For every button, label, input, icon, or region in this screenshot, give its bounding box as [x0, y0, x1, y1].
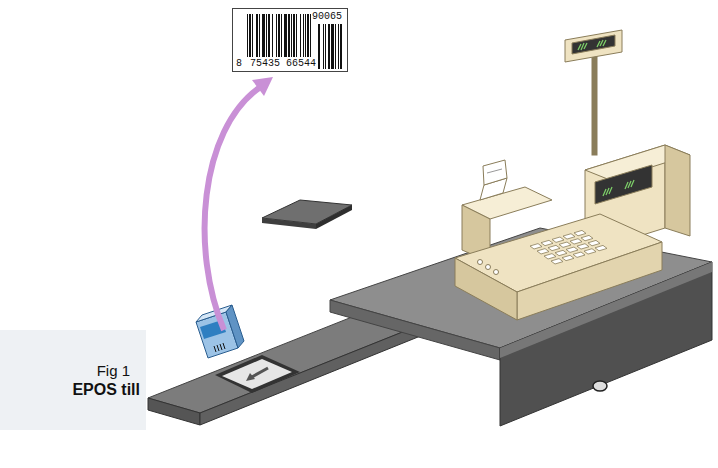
key [555, 250, 567, 255]
barcode-digits: 8 [235, 58, 243, 69]
package-barcode [214, 343, 225, 352]
scan-arrow-head [246, 373, 255, 381]
bar [323, 24, 324, 69]
receipt-line [487, 169, 502, 173]
customer-display [565, 30, 622, 62]
scanner-frame [215, 355, 300, 393]
bar [288, 14, 290, 57]
button [494, 270, 499, 275]
customer-screen [572, 35, 615, 54]
arrow-head [252, 77, 273, 96]
bar [338, 24, 339, 69]
housing-side [665, 145, 690, 236]
key [584, 249, 596, 254]
key [552, 237, 564, 242]
barcode-digits: 66544 [285, 58, 317, 69]
bar [259, 14, 260, 57]
bar [272, 14, 273, 57]
bar [293, 14, 295, 57]
bar [249, 14, 251, 57]
key [551, 259, 563, 264]
key [570, 239, 582, 244]
bar [303, 14, 304, 57]
bar [278, 14, 280, 57]
bar [252, 14, 253, 57]
bar [284, 14, 287, 57]
display-pole [592, 55, 597, 155]
page-tint [0, 330, 146, 430]
key [563, 234, 575, 239]
bar [291, 14, 292, 57]
bar [300, 14, 301, 57]
bar [340, 24, 342, 69]
keypad [530, 230, 607, 264]
bar [296, 14, 297, 57]
base-side [330, 300, 500, 360]
bar [335, 24, 336, 69]
drawer-lock [593, 381, 607, 391]
button [486, 265, 491, 270]
key [548, 245, 560, 250]
figure-caption: EPOS till [72, 381, 140, 399]
bar [276, 14, 277, 57]
button [478, 260, 483, 265]
till-side [455, 258, 517, 320]
key [537, 249, 549, 254]
bar [281, 14, 282, 57]
operator-screen [595, 165, 652, 204]
bar [331, 24, 334, 69]
bar [266, 14, 267, 57]
bar [268, 14, 270, 57]
package-side [226, 305, 244, 348]
key [562, 255, 574, 260]
scan-link-arrow [205, 77, 273, 330]
key [544, 254, 556, 259]
key [559, 242, 571, 247]
bar [262, 14, 265, 57]
bar [305, 14, 306, 57]
key [595, 245, 607, 250]
key [530, 244, 542, 249]
bar [307, 14, 309, 57]
bar [328, 24, 330, 69]
scanner-window [215, 355, 300, 393]
bar [318, 24, 320, 69]
key [577, 244, 589, 249]
barcode-digits: 75435 [249, 58, 281, 69]
key [566, 247, 578, 252]
key [581, 235, 593, 240]
plate-front [316, 205, 352, 229]
bar [256, 14, 258, 57]
bar [325, 24, 326, 69]
figure-number: Fig 1 [97, 362, 130, 379]
key [588, 240, 600, 245]
customer-screen-marks [578, 40, 606, 50]
addon-number: 90065 [311, 11, 343, 22]
till-body [455, 30, 690, 320]
receipt-paper-top [483, 160, 507, 185]
key [541, 240, 553, 245]
operator-screen-marks [603, 180, 634, 196]
bar [247, 14, 248, 57]
plate-side [262, 218, 316, 229]
counter-side [148, 398, 200, 425]
till-front [517, 242, 662, 320]
scale-plate [262, 200, 352, 229]
key [573, 252, 585, 257]
barcode-label: 90065 8 75435 66544 [232, 8, 348, 72]
scanner-glass [222, 359, 292, 389]
key [574, 230, 586, 235]
arrow-shaft [205, 88, 259, 330]
